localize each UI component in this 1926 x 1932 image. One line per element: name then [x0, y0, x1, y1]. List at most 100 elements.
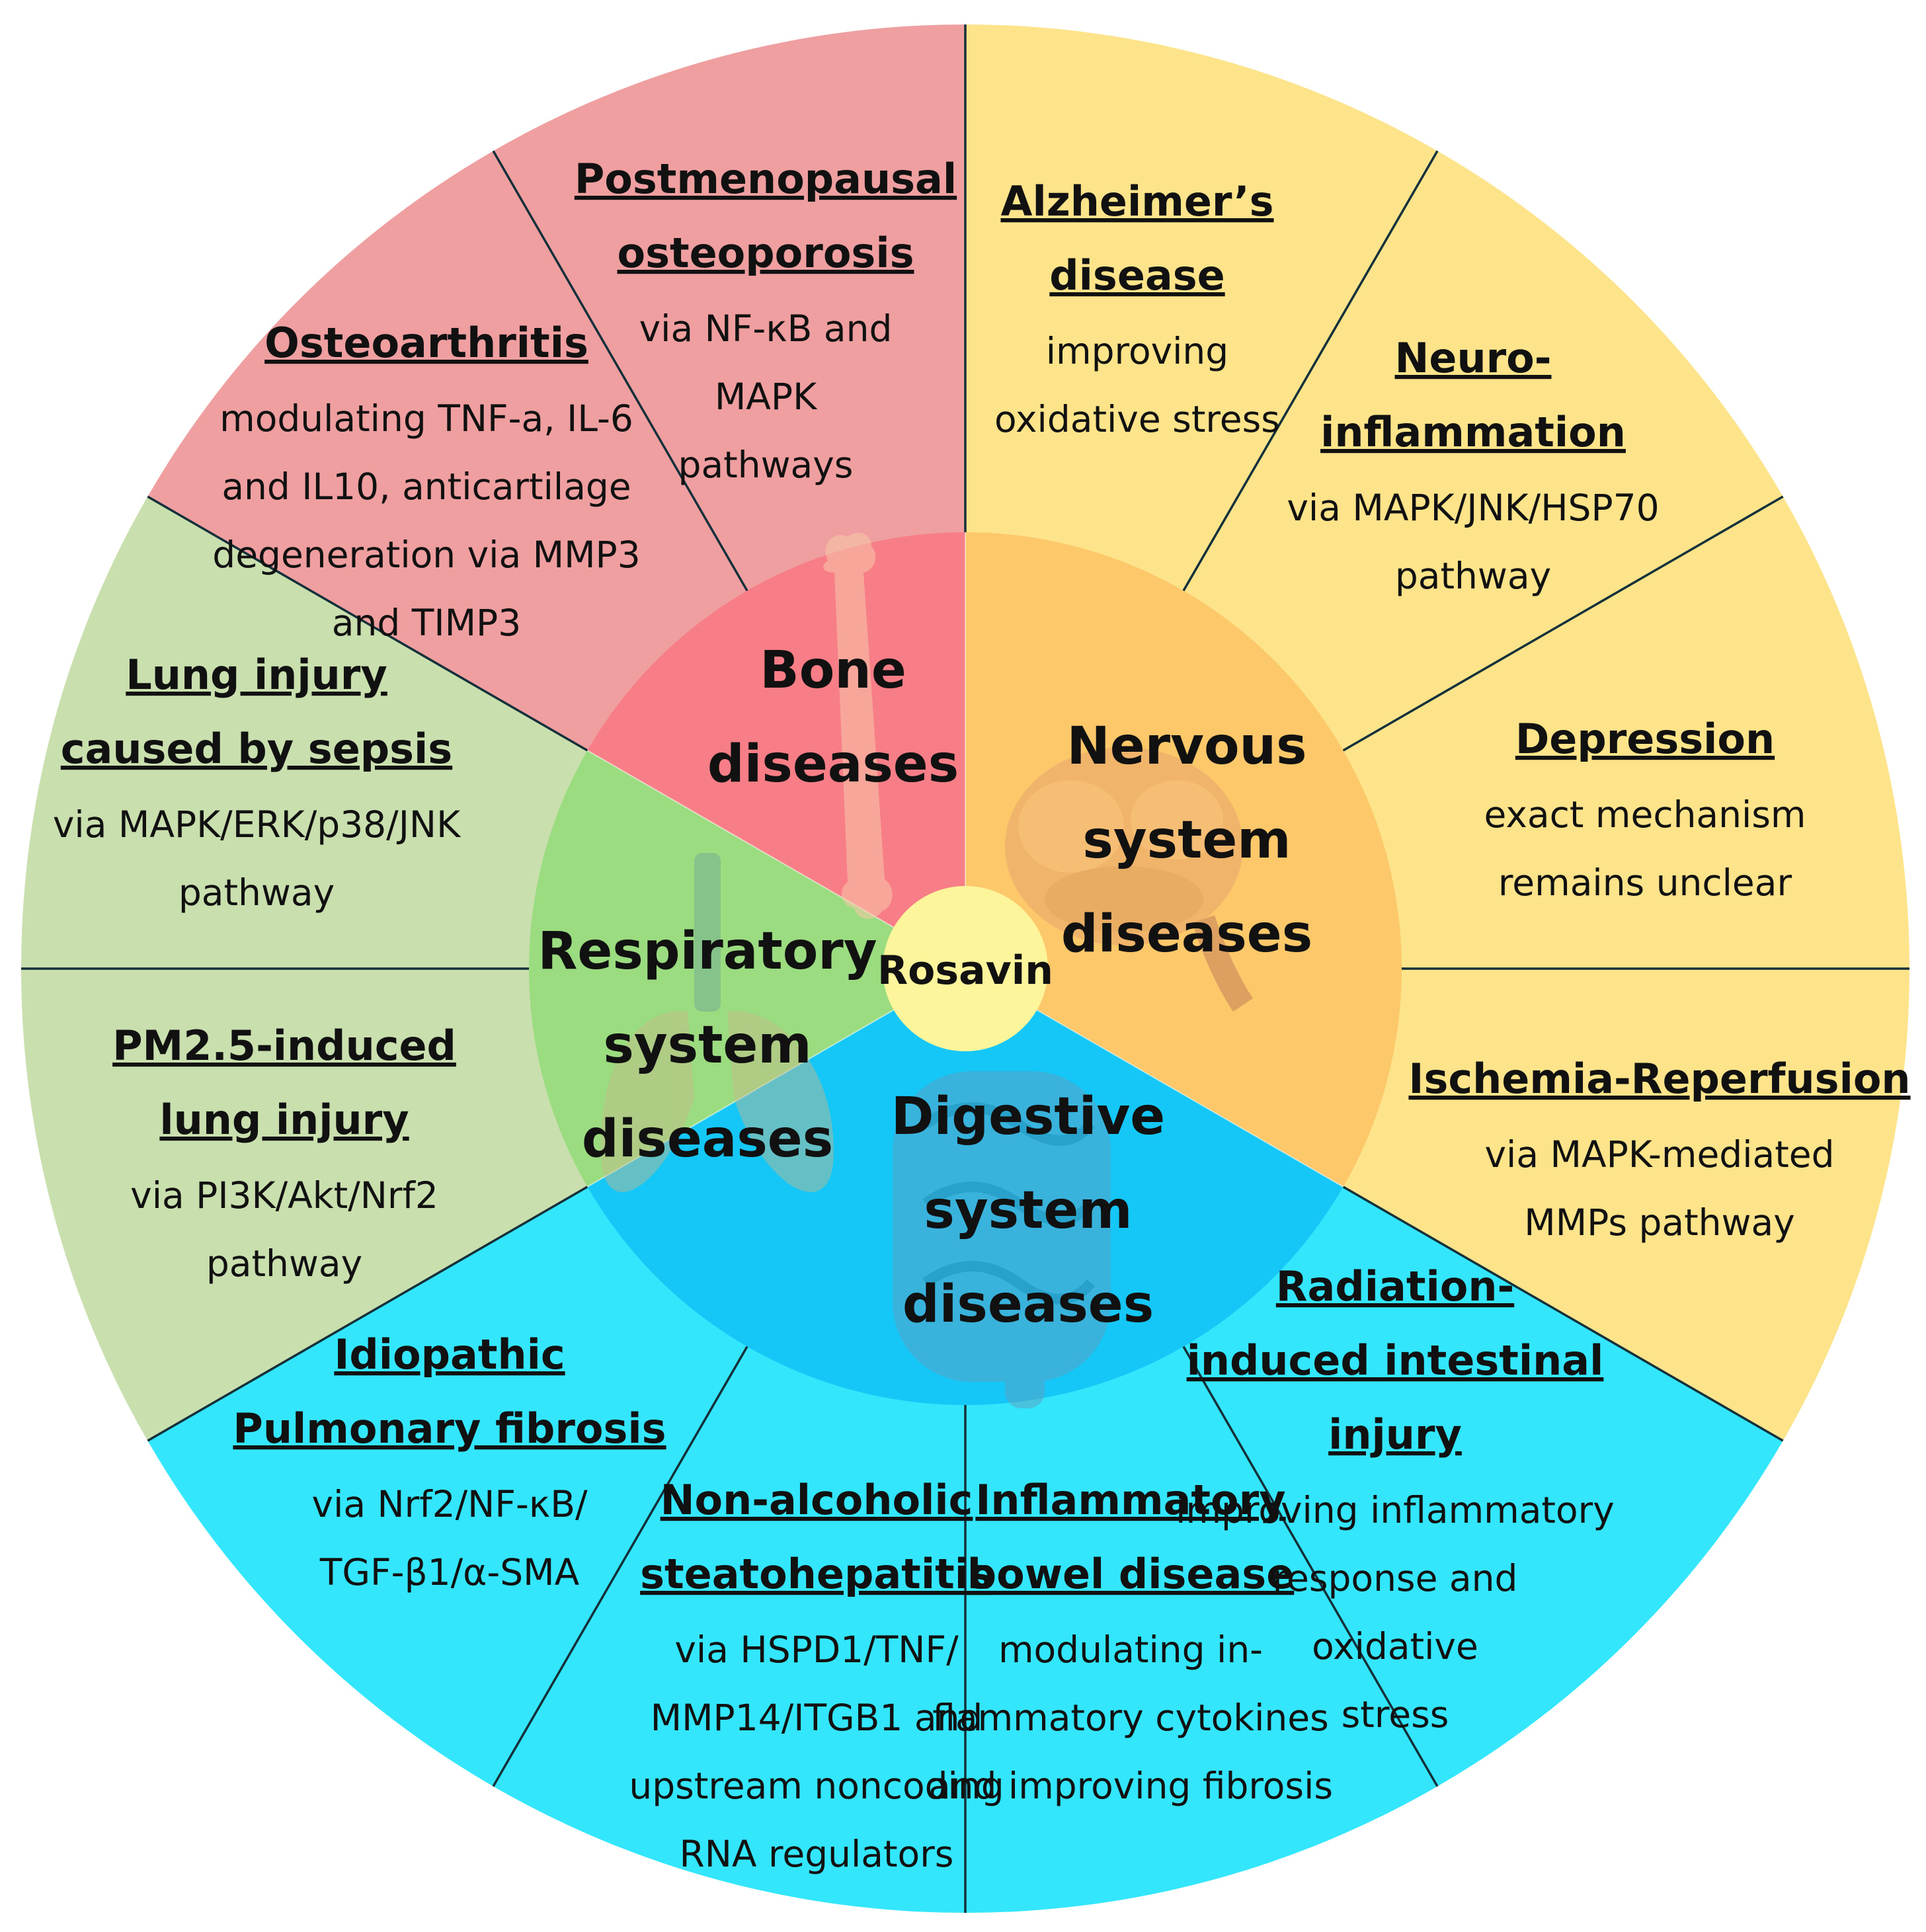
disease-title-line: Osteoarthritis [264, 319, 588, 367]
category-label-line: diseases [1061, 905, 1312, 964]
disease-label: Osteoarthritis modulating TNF-a, IL-6 and … [212, 319, 640, 644]
category-label-line: Respiratory [538, 922, 877, 981]
lungs-icon [600, 853, 834, 1192]
disease-description-line: via NF-κB and [639, 307, 893, 350]
disease-description-line: via MAPK/JNK/HSP70 [1287, 487, 1659, 529]
disease-description-line: upstream noncoding [629, 1765, 1004, 1807]
intestine-icon [893, 1071, 1111, 1408]
category-label-line: system [924, 1181, 1132, 1240]
category-label-line: Digestive [891, 1087, 1165, 1147]
disease-title-line: inflammation [1320, 408, 1626, 456]
divider-line [492, 1346, 748, 1787]
disease-title-line: Ischemia-Reperfusion [1408, 1055, 1910, 1103]
disease-title-line: caused by sepsis [61, 725, 452, 773]
disease-title-line: bowel disease [967, 1550, 1295, 1598]
disease-title-line: Radiation- [1276, 1262, 1514, 1310]
category-label-line: system [1082, 811, 1291, 870]
disease-description: modulating TNF-a, IL-6 and IL10, anticart… [212, 397, 640, 644]
disease-title: Ischemia-Reperfusion [1408, 1055, 1910, 1103]
divider-line [147, 1186, 588, 1442]
disease-description-line: MAPK [715, 376, 818, 418]
disease-description-line: via PI3K/Akt/Nrf2 [130, 1174, 438, 1217]
sector-respiratory-inner [528, 750, 965, 1187]
brain-icon [1005, 747, 1254, 1012]
disease-description-line: MMPs pathway [1524, 1201, 1795, 1244]
disease-title-line: Depression [1515, 715, 1775, 763]
disease-description-line: modulating in- [998, 1629, 1263, 1671]
disease-label: PM2.5-induced lung injury via PI3K/Akt/Nrf… [112, 1022, 456, 1285]
category-label-line: diseases [582, 1109, 833, 1169]
category-label-line: Bone [760, 641, 906, 700]
disease-description-line: and improving fibrosis [928, 1765, 1333, 1807]
category-label-line: diseases [707, 735, 959, 794]
disease-title: Depression [1515, 715, 1775, 763]
disease-title-line: Pulmonary fibrosis [233, 1404, 666, 1453]
divider-line [147, 495, 588, 752]
rosavin-center: Rosavin [877, 886, 1053, 1051]
disease-title: PM2.5-induced lung injury [112, 1022, 456, 1144]
disease-label: Non-alcoholic steatohepatitis via HSPD1/TN… [629, 1476, 1004, 1875]
disease-title: Lung injury caused by sepsis [61, 651, 452, 773]
disease-title-line: osteoporosis [618, 229, 914, 277]
disease-label: Neuro-inflammation via MAPK/JNK/HSP70 path… [1287, 334, 1659, 597]
disease-title: Osteoarthritis [264, 319, 588, 367]
disease-title-line: Non-alcoholic [661, 1476, 973, 1524]
disease-description-line: pathways [678, 444, 854, 486]
disease-title-line: Neuro- [1395, 334, 1552, 382]
divider-line [1342, 495, 1784, 752]
disease-description: exact mechanism remains unclear [1484, 793, 1806, 904]
disease-description: modulating in-flammatory cytokines and im… [928, 1629, 1333, 1807]
disease-description-line: TGF-β1/α-SMA [319, 1551, 580, 1593]
category-label-bone: Bone diseases [707, 641, 959, 794]
divider-line [1182, 1346, 1439, 1787]
disease-description: via MAPK/JNK/HSP70 pathway [1287, 487, 1659, 597]
disease-description-line: exact mechanism [1484, 793, 1806, 836]
disease-title-line: Idiopathic [334, 1330, 565, 1379]
disease-title: Non-alcoholic steatohepatitis [640, 1476, 993, 1598]
disease-description-line: improving [1046, 330, 1228, 372]
disease-description-line: flammatory cytokines [932, 1697, 1329, 1739]
disease-description-line: modulating TNF-a, IL-6 [220, 397, 633, 440]
disease-description-line: remains unclear [1498, 862, 1792, 904]
disease-description-line: response and [1273, 1557, 1518, 1599]
disease-title-line: PM2.5-induced [112, 1022, 456, 1070]
disease-description: improving inflammatory response and oxidat… [1176, 1489, 1615, 1736]
disease-title: Neuro-inflammation [1320, 334, 1626, 456]
disease-description-line: oxidative [1312, 1625, 1478, 1668]
disease-description-line: RNA regulators [680, 1833, 954, 1875]
disease-description-line: degeneration via MMP3 [212, 534, 640, 576]
disease-description-line: via Nrf2/NF-κB/ [312, 1483, 588, 1525]
disease-description-line: and IL10, anticartilage [221, 465, 631, 508]
category-label-digestive: Digestive system diseases [891, 1087, 1165, 1334]
center-label: Rosavin [877, 947, 1053, 994]
disease-title-line: injury [1328, 1410, 1462, 1459]
disease-title-line: steatohepatitis [640, 1550, 993, 1598]
disease-title-line: lung injury [159, 1096, 409, 1144]
disease-title-line: Lung injury [126, 651, 387, 699]
disease-description-line: pathway [1395, 555, 1551, 597]
disease-description-line: MMP14/ITGB1 and [651, 1697, 983, 1739]
disease-title-line: Alzheimer’s [1000, 177, 1273, 225]
disease-description-line: improving inflammatory [1176, 1489, 1615, 1531]
disease-description-line: via MAPK-mediated [1484, 1133, 1834, 1176]
center-circle [883, 886, 1048, 1051]
disease-description-line: and TIMP3 [332, 602, 521, 644]
category-label-line: diseases [903, 1275, 1154, 1334]
divider-line [1342, 1186, 1784, 1442]
